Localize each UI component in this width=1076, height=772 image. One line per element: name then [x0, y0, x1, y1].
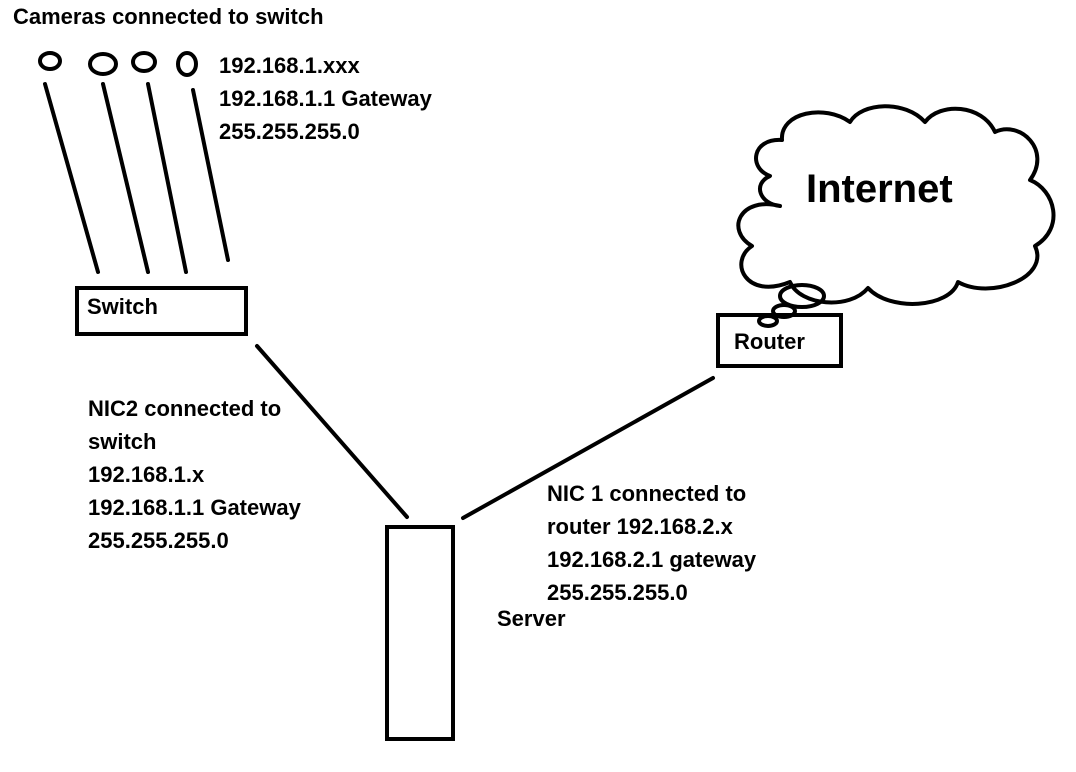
- camera-3: [131, 51, 157, 73]
- camera-4: [176, 51, 198, 77]
- nic1-line-2: router 192.168.2.x: [547, 514, 733, 539]
- camera-cable-4: [191, 88, 230, 262]
- camera-cable-2: [101, 82, 150, 274]
- nic2-line-2: switch: [88, 429, 157, 454]
- cameras-ip: 192.168.1.xxx: [219, 53, 360, 78]
- camera-cable-3: [146, 82, 188, 274]
- nic2-ip: 192.168.1.x: [88, 462, 205, 487]
- nic2-info: NIC2 connected to switch 192.168.1.x 192…: [88, 392, 301, 557]
- camera-2: [88, 52, 118, 76]
- nic2-subnet: 255.255.255.0: [88, 528, 229, 553]
- switch-server-cable: [255, 344, 409, 519]
- nic1-gateway: 192.168.2.1 gateway: [547, 547, 757, 572]
- cameras-subnet: 255.255.255.0: [219, 119, 360, 144]
- nic2-gateway: 192.168.1.1 Gateway: [88, 495, 301, 520]
- nic2-line-1: NIC2 connected to: [88, 396, 282, 421]
- switch-label: Switch: [87, 294, 158, 319]
- cameras-network-info: 192.168.1.xxx 192.168.1.1 Gateway 255.25…: [219, 49, 432, 148]
- nic1-line-1: NIC 1 connected to: [547, 481, 747, 506]
- switch-box: [75, 286, 248, 336]
- router-label: Router: [734, 329, 805, 354]
- nic1-info: NIC 1 connected to router 192.168.2.x 19…: [547, 477, 756, 609]
- camera-group: [38, 51, 198, 77]
- server-router-cable: [461, 376, 715, 520]
- camera-cable-1: [43, 82, 100, 274]
- camera-cables: [43, 82, 230, 274]
- cloud-bubble-large: [778, 283, 826, 309]
- server-label: Server: [497, 606, 566, 631]
- cameras-title: Cameras connected to switch: [13, 4, 324, 29]
- cloud-bubble-medium: [771, 303, 797, 319]
- cameras-gateway: 192.168.1.1 Gateway: [219, 86, 432, 111]
- server-box: [385, 525, 455, 741]
- cloud-bubble-small: [757, 314, 779, 328]
- internet-cloud: [736, 104, 1056, 306]
- camera-1: [38, 51, 62, 71]
- nic1-subnet: 255.255.255.0: [547, 580, 688, 605]
- internet-label: Internet: [806, 167, 953, 211]
